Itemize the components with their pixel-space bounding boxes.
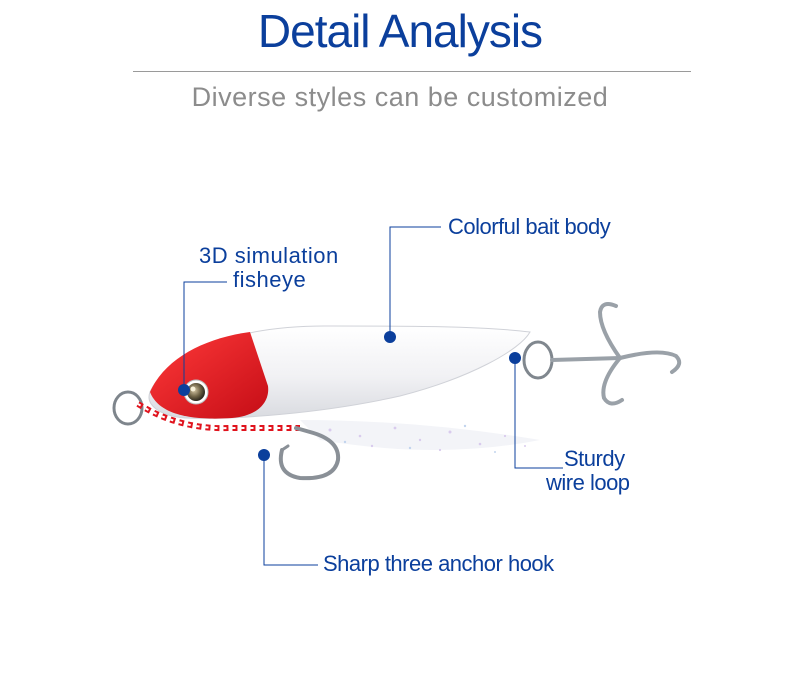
sparkle-skirt (300, 420, 540, 453)
title-divider (133, 71, 691, 72)
callout-eye-label-line2: fisheye (233, 267, 307, 292)
callout-body-label: Colorful bait body (448, 214, 611, 239)
rear-split-ring (522, 340, 554, 380)
callout-loop-label-line2: wire loop (546, 470, 630, 495)
treble-hook (550, 302, 682, 406)
loop-callout-dot (509, 352, 521, 364)
callout-eye-label-line1: 3D simulation (199, 243, 339, 268)
body-callout-dot (384, 331, 396, 343)
hook-callout-dot (258, 449, 270, 461)
page-subtitle: Diverse styles can be customized (191, 82, 609, 112)
callout-hook-label: Sharp three anchor hook (323, 551, 554, 576)
page-title: Detail Analysis (257, 5, 543, 57)
single-hook (278, 426, 341, 481)
eye-callout-dot (178, 384, 190, 396)
lure-eye (183, 379, 209, 405)
lure-body (148, 325, 531, 419)
callout-lines (183, 226, 563, 566)
callout-loop-label-line1: Sturdy (564, 446, 625, 471)
callout-dots (178, 331, 521, 461)
front-split-ring (112, 390, 144, 426)
assist-line (136, 401, 300, 432)
